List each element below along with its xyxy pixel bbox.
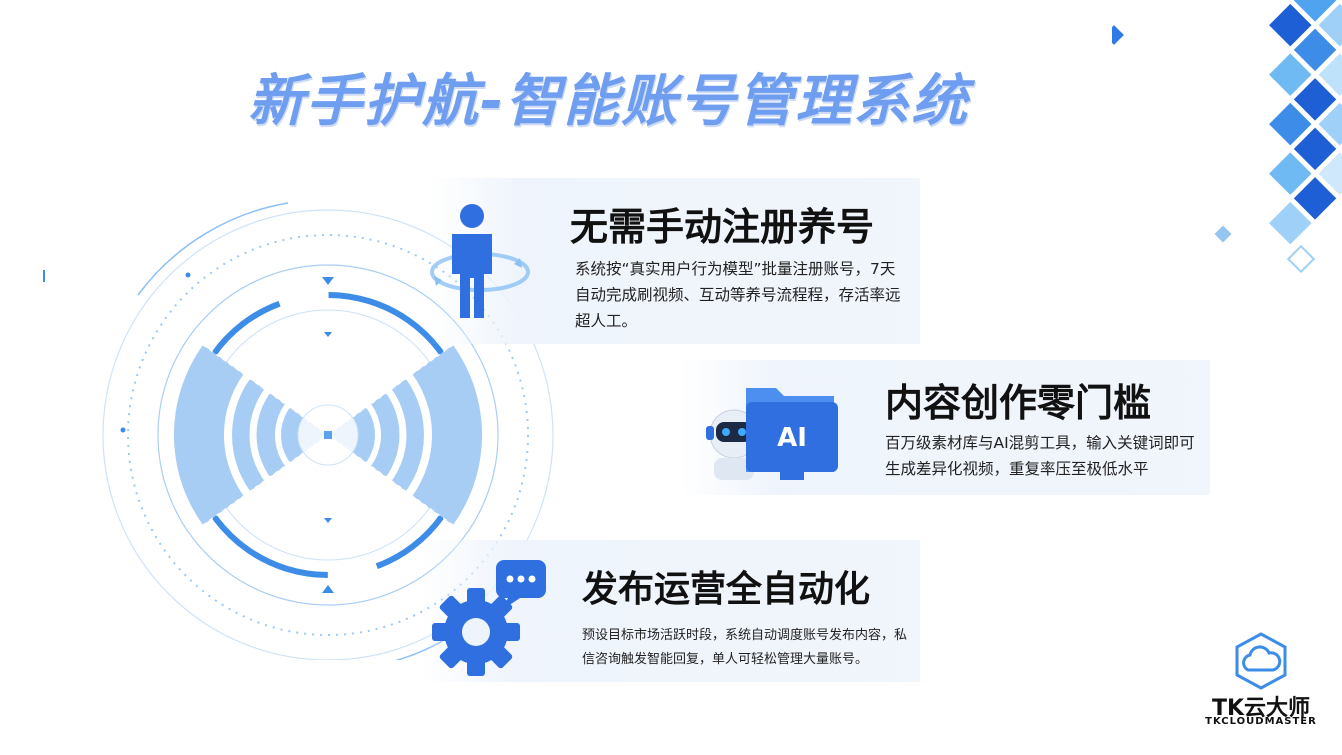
feature-description: 预设目标市场活跃时段，系统自动调度账号发布内容，私信咨询触发智能回复，单人可轻松… [582,628,908,667]
feature-heading: 无需手动注册养号 [570,205,875,249]
brand-logo: TK云大师 TKCLOUDMASTER [1196,632,1326,732]
gear-chat-icon [432,560,546,676]
person-rotate-icon [430,204,530,318]
feature-description: 百万级素材库与AI混剪工具，输入关键词即可生成差异化视频，重复率压至极低水平 [885,434,1195,478]
feature-card-publishing-automation: 发布运营全自动化 预设目标市场活跃时段，系统自动调度账号发布内容，私信咨询触发智… [420,540,920,682]
radar-target-graphic [43,202,554,660]
feature-description: 系统按“真实用户行为模型”批量注册账号，7天自动完成刷视频、互动等养号流程程，存… [575,260,901,330]
page-title: 新手护航-智能账号管理系统 [248,69,970,134]
ai-label: AI [777,423,807,453]
feature-card-content-creation: AI 内容创作零门槛 百万级素材库与AI混剪工具，输入关键词即可生成差异化视频，… [680,360,1210,495]
brand-name: TK云大师 [1211,696,1311,721]
feature-heading: 内容创作零门槛 [885,381,1152,425]
cloud-hexagon-icon [1235,632,1287,690]
brand-subtitle: TKCLOUDMASTER [1205,716,1317,727]
feature-card-account-registration: 无需手动注册养号 系统按“真实用户行为模型”批量注册账号，7天自动完成刷视频、互… [430,178,920,344]
corner-mosaic-decoration [1112,0,1342,274]
feature-heading: 发布运营全自动化 [582,569,871,610]
ai-robot-folder-icon: AI [706,388,838,480]
